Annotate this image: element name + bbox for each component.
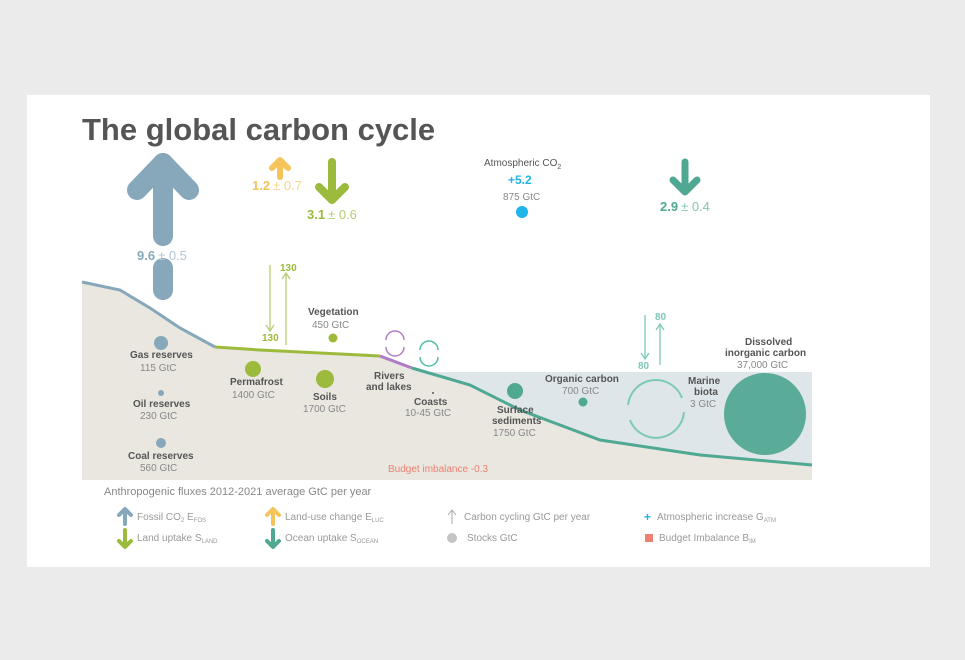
coast-blue bbox=[81, 280, 216, 349]
soils-value: 1700 GtC bbox=[303, 404, 346, 415]
soils-stock-dot bbox=[316, 370, 334, 388]
land-cycling-up-value: 130 bbox=[280, 263, 297, 274]
legend-ocean-uptake-icon bbox=[265, 528, 281, 549]
ocean-cycling-up-value: 80 bbox=[655, 312, 667, 323]
oil-value: 230 GtC bbox=[140, 411, 177, 422]
legend-cycling: Carbon cycling GtC per year bbox=[464, 512, 591, 523]
organic-carbon-value: 700 GtC bbox=[562, 386, 599, 397]
page-title: The global carbon cycle bbox=[82, 112, 435, 147]
coasts-stock-dot bbox=[432, 392, 434, 394]
legend-land-uptake: Land uptake SLAND bbox=[137, 533, 218, 545]
ocean-uptake-arrow-icon bbox=[669, 158, 701, 196]
permafrost-label: Permafrost bbox=[230, 377, 283, 388]
marine-cycle-icon bbox=[627, 379, 685, 439]
gas-value: 115 GtC bbox=[140, 363, 177, 374]
land-use-arrow-icon bbox=[269, 157, 291, 180]
legend-land-uptake-icon bbox=[117, 528, 133, 549]
land-area bbox=[82, 282, 812, 480]
atmospheric-increase: +5.2 bbox=[508, 173, 532, 187]
fossil-arrow-icon bbox=[127, 153, 199, 300]
sediments-stock-dot bbox=[507, 383, 523, 399]
legend-plus-icon: + bbox=[644, 510, 651, 524]
dic-stock-circle bbox=[724, 373, 806, 455]
budget-imbalance-label: Budget imbalance -0.3 bbox=[388, 464, 489, 475]
coast-teal bbox=[411, 366, 813, 467]
soils-label: Soils bbox=[313, 392, 337, 403]
ocean-uptake-flux-label: 2.9± 0.4 bbox=[660, 199, 710, 214]
legend-imbalance: Budget Imbalance BIM bbox=[659, 533, 756, 545]
coasts-value: 10-45 GtC bbox=[405, 408, 451, 419]
coal-label: Coal reserves bbox=[128, 451, 194, 462]
permafrost-stock-dot bbox=[245, 361, 261, 377]
legend-atmospheric: Atmospheric increase GATM bbox=[657, 512, 776, 524]
legend-stock-icon bbox=[447, 533, 457, 543]
legend-land-use: Land-use change ELUC bbox=[285, 512, 384, 524]
marine-biota-value: 3 GtC bbox=[690, 399, 716, 410]
atmosphere-label: Atmospheric CO2 bbox=[484, 158, 561, 171]
organic-carbon-label: Organic carbon bbox=[545, 374, 619, 385]
ocean-cycling-arrows-icon bbox=[640, 315, 665, 365]
coal-value: 560 GtC bbox=[140, 463, 177, 474]
coasts-cycle-icon bbox=[419, 340, 439, 367]
fossil-flux-label: 9.6± 0.5 bbox=[137, 248, 187, 263]
vegetation-stock-dot bbox=[328, 333, 338, 343]
land-uptake-arrow-icon bbox=[315, 158, 349, 204]
organic-carbon-dot bbox=[578, 397, 588, 407]
vegetation-value: 450 GtC bbox=[312, 320, 349, 331]
legend-cycling-icon bbox=[447, 509, 457, 524]
legend-stocks: Stocks GtC bbox=[467, 533, 518, 544]
coast-purple bbox=[379, 354, 413, 370]
atmosphere-stock-dot bbox=[516, 206, 528, 218]
oil-stock-dot bbox=[158, 390, 164, 396]
oil-label: Oil reserves bbox=[133, 399, 191, 410]
vegetation-label: Vegetation bbox=[308, 307, 359, 318]
land-uptake-flux-label: 3.1± 0.6 bbox=[307, 207, 357, 222]
legend-fossil-icon bbox=[117, 507, 133, 526]
rivers-cycle-icon bbox=[385, 330, 405, 357]
ocean-cycling-down-value: 80 bbox=[638, 361, 650, 372]
permafrost-value: 1400 GtC bbox=[232, 390, 275, 401]
legend-fossil: Fossil CO2 EFOS bbox=[137, 512, 206, 524]
coasts-label: Coasts bbox=[414, 397, 448, 408]
atmosphere-stock: 875 GtC bbox=[503, 192, 540, 203]
legend-heading: Anthropogenic fluxes 2012-2021 average G… bbox=[104, 486, 372, 498]
coast-green bbox=[214, 345, 381, 358]
legend-imbalance-icon bbox=[645, 534, 653, 542]
coal-stock-dot bbox=[156, 438, 166, 448]
land-cycling-down-value: 130 bbox=[262, 333, 279, 344]
legend-ocean-uptake: Ocean uptake SOCEAN bbox=[285, 533, 378, 545]
sediments-value: 1750 GtC bbox=[493, 428, 536, 439]
land-use-flux-label: 1.2± 0.7 bbox=[252, 178, 302, 193]
gas-stock-dot bbox=[154, 336, 168, 350]
gas-label: Gas reserves bbox=[130, 350, 193, 361]
legend-land-use-icon bbox=[265, 507, 281, 526]
land-cycling-arrows-icon bbox=[265, 265, 291, 345]
dic-value: 37,000 GtC bbox=[737, 360, 788, 371]
